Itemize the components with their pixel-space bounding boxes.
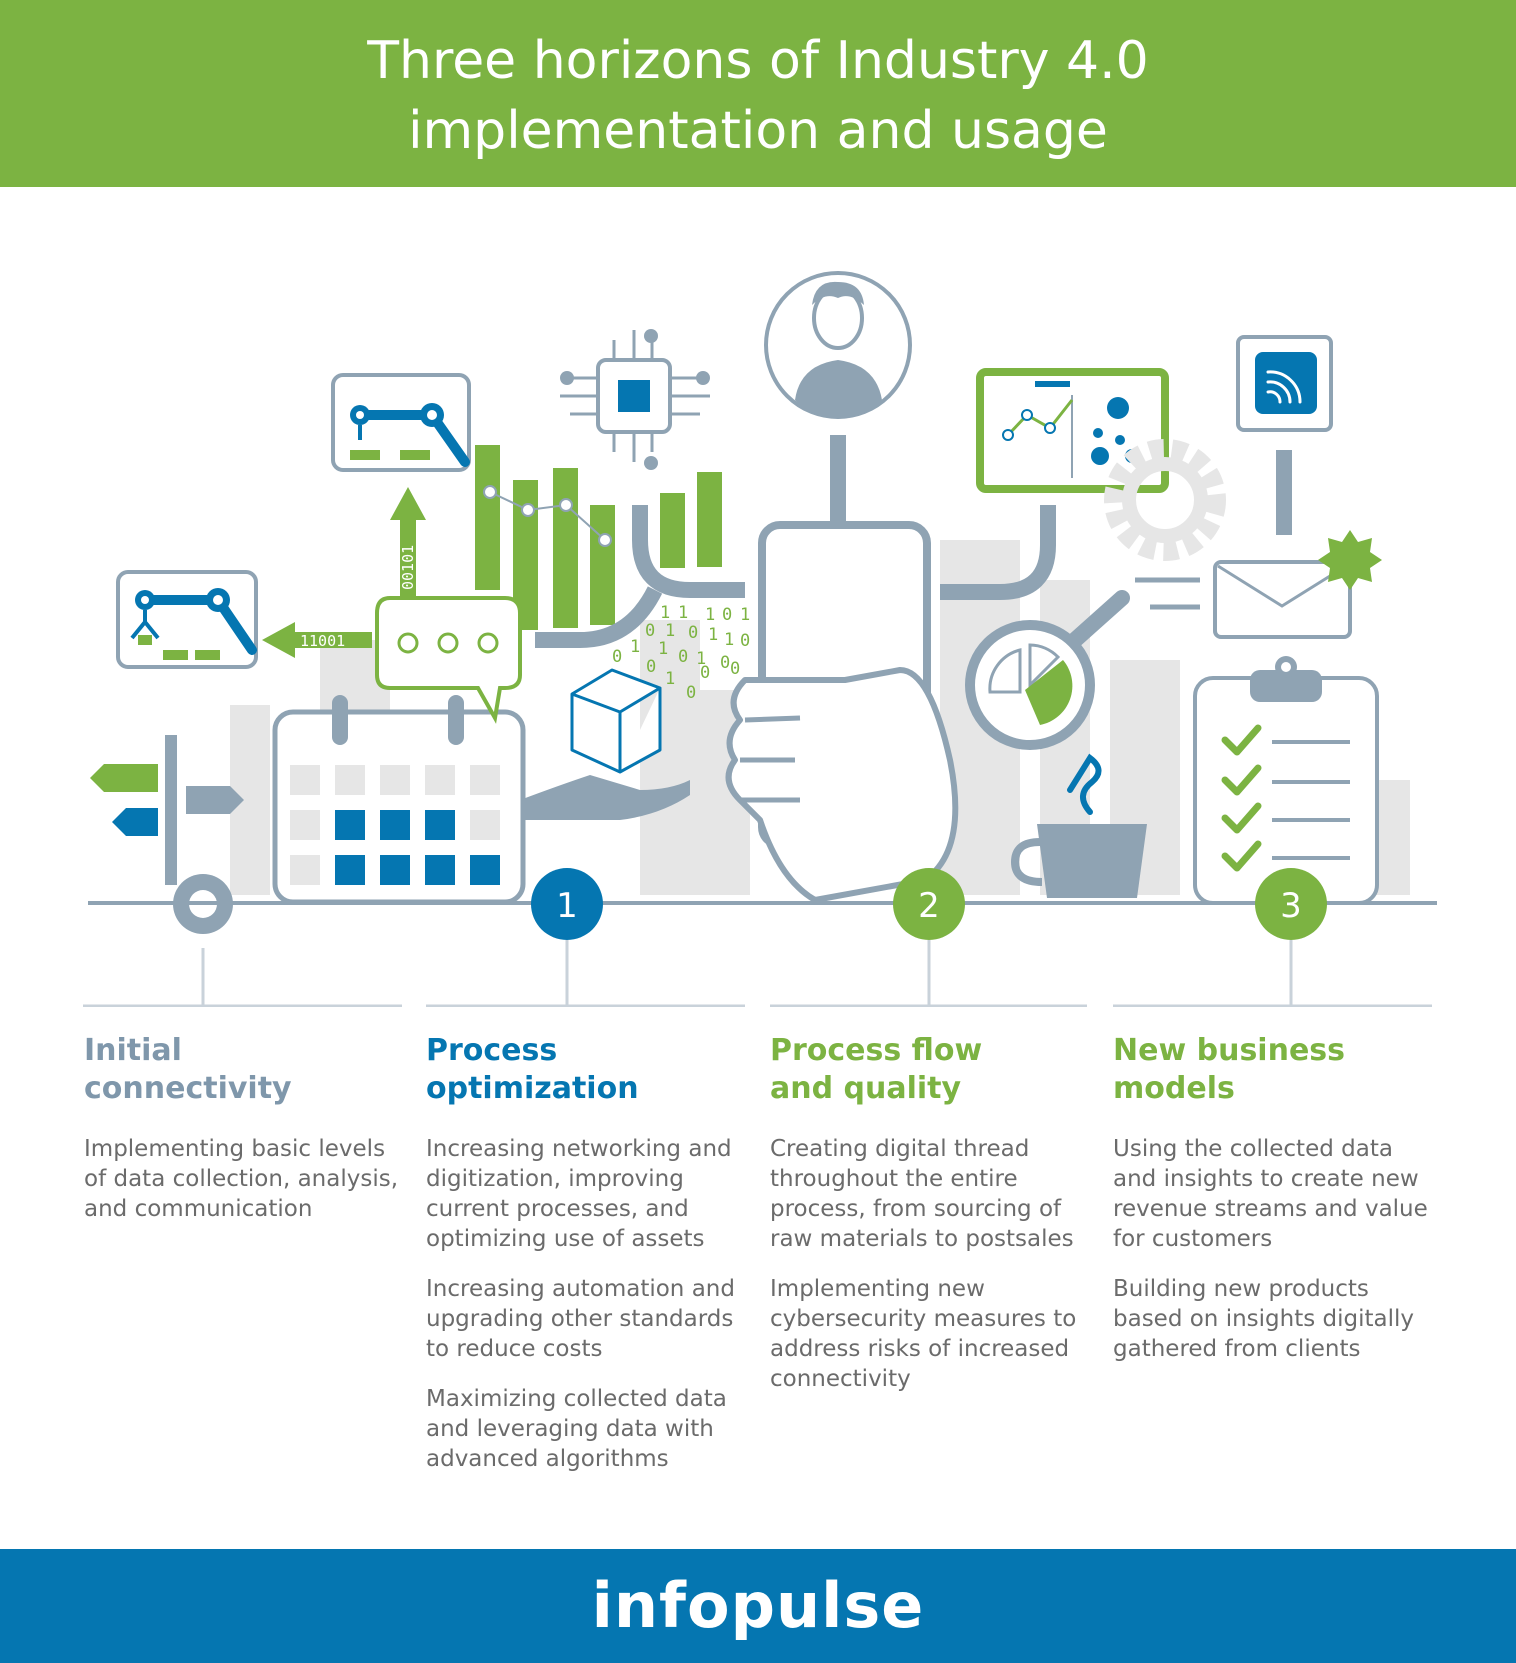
- clipboard-checklist-icon: [1193, 656, 1379, 905]
- bar-chart-icon: [475, 445, 722, 630]
- column-paragraph: Increasing automation and upgrading othe…: [426, 1276, 735, 1362]
- column-title: Initial connectivity: [84, 1032, 409, 1108]
- robot-arm-icon: [116, 373, 471, 669]
- step-marker-3: 3: [1255, 868, 1327, 940]
- svg-text:0: 0: [720, 653, 730, 673]
- svg-text:1: 1: [696, 649, 706, 669]
- binary-left-label: 11001: [300, 632, 345, 650]
- page-title-line-1: Three horizons of Industry 4.0: [367, 31, 1149, 91]
- column-process-flow-quality: Process flow and quality Creating digita…: [770, 1032, 1095, 1414]
- svg-text:1: 1: [705, 605, 715, 625]
- header-banner: Three horizons of Industry 4.0 implement…: [0, 0, 1516, 187]
- svg-text:1: 1: [708, 625, 718, 645]
- user-avatar-icon: [764, 271, 912, 419]
- svg-text:0: 0: [700, 663, 710, 683]
- svg-text:0: 0: [740, 631, 750, 651]
- svg-text:1: 1: [740, 605, 750, 625]
- data-arrows: 11001 00101: [262, 487, 426, 658]
- column-paragraph: Implementing basic levels of data collec…: [84, 1136, 399, 1222]
- calendar-icon: [272, 695, 526, 905]
- svg-text:0: 0: [678, 647, 688, 667]
- svg-text:0: 0: [688, 623, 698, 643]
- column-title-line-2: and quality: [770, 1071, 962, 1106]
- column-title: Process optimization: [426, 1032, 751, 1108]
- svg-text:1: 1: [660, 603, 670, 623]
- svg-text:1: 1: [665, 669, 675, 689]
- wifi-signal-icon: [1236, 335, 1333, 432]
- svg-text:0: 0: [646, 657, 656, 677]
- cube-in-hand-icon: [520, 668, 690, 820]
- footer-banner: infopulse: [0, 1549, 1516, 1663]
- step-number-3: 3: [1280, 886, 1302, 926]
- svg-text:1: 1: [665, 621, 675, 641]
- cpu-chip-icon: [560, 329, 710, 470]
- brand-logo: infopulse: [591, 1569, 925, 1642]
- svg-text:0: 0: [645, 621, 655, 641]
- dashboard-icon: [976, 368, 1169, 493]
- step-number-2: 2: [918, 886, 940, 926]
- smartphone-in-hand-icon: [725, 521, 959, 903]
- column-title: New business models: [1113, 1032, 1438, 1108]
- svg-text:1: 1: [724, 630, 734, 650]
- binary-up-label: 00101: [399, 545, 417, 590]
- column-paragraph: Increasing networking and digitization, …: [426, 1136, 732, 1252]
- gear-icon: [1104, 439, 1226, 561]
- column-title-line-2: optimization: [426, 1071, 639, 1106]
- column-title-line-2: connectivity: [84, 1071, 292, 1106]
- column-paragraph: Using the collected data and insights to…: [1113, 1136, 1428, 1252]
- column-paragraph: Implementing new cybersecurity measures …: [770, 1276, 1077, 1392]
- column-paragraph: Building new products based on insights …: [1113, 1276, 1415, 1362]
- svg-text:1: 1: [630, 637, 640, 657]
- column-title-line-2: models: [1113, 1071, 1235, 1106]
- column-new-business-models: New business models Using the collected …: [1113, 1032, 1438, 1384]
- column-initial-connectivity: Initial connectivity Implementing basic …: [84, 1032, 409, 1244]
- page-title-line-2: implementation and usage: [408, 101, 1108, 161]
- envelope-icon: [1135, 530, 1382, 639]
- column-process-optimization: Process optimization Increasing networki…: [426, 1032, 751, 1494]
- svg-text:0: 0: [730, 659, 740, 679]
- svg-text:1: 1: [658, 639, 668, 659]
- step-marker-2: 2: [893, 868, 965, 940]
- svg-text:1: 1: [678, 603, 688, 623]
- step-marker-1: 1: [531, 868, 603, 940]
- column-title-line-1: Initial: [84, 1033, 182, 1068]
- column-paragraph: Creating digital thread throughout the e…: [770, 1136, 1074, 1252]
- column-title-line-1: New business: [1113, 1033, 1346, 1068]
- svg-text:0: 0: [686, 683, 696, 703]
- magnifier-pie-icon: [965, 590, 1130, 750]
- page-title: Three horizons of Industry 4.0 implement…: [0, 26, 1516, 166]
- pipes: [535, 435, 1292, 648]
- svg-text:0: 0: [722, 605, 732, 625]
- column-title-line-1: Process: [426, 1033, 558, 1068]
- coffee-cup-icon: [1010, 753, 1147, 898]
- column-title: Process flow and quality: [770, 1032, 1095, 1108]
- svg-text:0: 0: [612, 647, 622, 667]
- chat-bubble-icon: [375, 596, 522, 724]
- column-title-line-1: Process flow: [770, 1033, 983, 1068]
- column-paragraph: Maximizing collected data and leveraging…: [426, 1386, 727, 1472]
- step-number-1: 1: [556, 886, 578, 926]
- column-connectors: [83, 940, 1432, 1007]
